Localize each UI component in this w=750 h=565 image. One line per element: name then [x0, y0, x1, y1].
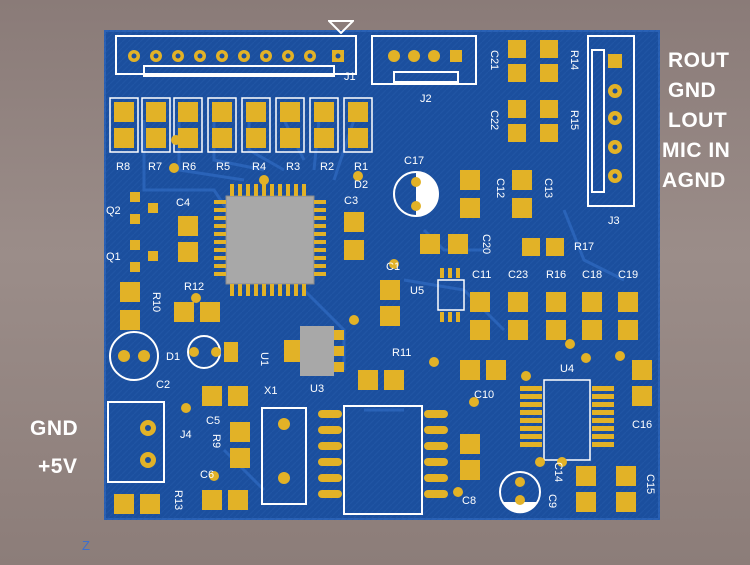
ref-q1: Q1 [106, 251, 121, 263]
ref-u1: U1 [258, 352, 270, 367]
pads-c11-c19 [470, 292, 638, 340]
q1-q2-transistors [130, 192, 158, 272]
ref-c2: C2 [156, 379, 171, 391]
ref-c19: C19 [618, 269, 639, 281]
u3-regulator [284, 326, 344, 376]
ref-q2: Q2 [106, 205, 121, 217]
ref-c3: C3 [344, 195, 359, 207]
dip-ic [318, 405, 448, 515]
ref-r11: R11 [392, 347, 412, 359]
ref-u3: U3 [310, 383, 325, 395]
vias [169, 135, 625, 497]
label-lout: LOUT [668, 109, 728, 132]
ref-r5: R5 [216, 161, 231, 173]
u4-chip [520, 379, 614, 461]
pin1-marker-icon [328, 20, 354, 34]
ref-c13: C13 [542, 178, 554, 199]
ref-c20: C20 [480, 234, 492, 255]
ref-j1: J1 [344, 71, 356, 83]
label-agnd: AGND [662, 169, 726, 192]
ref-r1: R1 [354, 161, 369, 173]
ref-r12: R12 [184, 281, 205, 293]
ref-c8: C8 [462, 495, 477, 507]
label-gnd-right: GND [668, 79, 717, 102]
ref-c17: C17 [404, 155, 425, 167]
ref-r6: R6 [182, 161, 197, 173]
ref-c16: C16 [632, 419, 653, 431]
ref-c15: C15 [644, 474, 656, 495]
ref-u4: U4 [560, 363, 575, 375]
c9-capacitor [499, 471, 541, 514]
ref-j4: J4 [180, 429, 192, 441]
ref-r2: R2 [320, 161, 335, 173]
ref-c10: C10 [474, 389, 495, 401]
j4-header [107, 401, 165, 483]
ref-r14: R14 [568, 50, 580, 71]
mcu-qfp [214, 184, 326, 296]
ref-c11: C11 [472, 269, 492, 281]
j2-header [371, 35, 477, 85]
label-5v: +5V [38, 455, 78, 478]
pcb-artwork [104, 30, 660, 520]
ref-r3: R3 [286, 161, 301, 173]
label-mic-in: MIC IN [662, 139, 731, 162]
x1-crystal [261, 407, 307, 505]
label-rout: ROUT [668, 49, 730, 72]
ref-c21: C21 [488, 50, 500, 71]
label-gnd-left: GND [30, 417, 79, 440]
ref-r17: R17 [574, 241, 595, 253]
ref-d2: D2 [354, 179, 369, 191]
d1-diode [187, 335, 238, 369]
ref-c18: C18 [582, 269, 603, 281]
ref-c9: C9 [546, 494, 558, 509]
ref-c12: C12 [494, 178, 506, 199]
c2-capacitor [109, 331, 159, 381]
ref-c14: C14 [552, 462, 564, 483]
ref-r10: R10 [150, 292, 162, 313]
ref-u5: U5 [410, 285, 425, 297]
ref-j3: J3 [608, 215, 620, 227]
ref-r15: R15 [568, 110, 580, 131]
ref-c5: C5 [206, 415, 221, 427]
ref-c1: C1 [386, 261, 401, 273]
ref-r16: R16 [546, 269, 567, 281]
pads-r14-r15-c21-c22 [508, 40, 558, 142]
ref-r8: R8 [116, 161, 131, 173]
ref-r13: R13 [172, 490, 184, 511]
resistor-pads-r1-r8 [114, 102, 368, 148]
c17-capacitor [393, 171, 439, 217]
ref-r9: R9 [210, 434, 222, 449]
ref-c6: C6 [200, 469, 215, 481]
ref-c23: C23 [508, 269, 529, 281]
axis-z-label: Z [82, 538, 90, 553]
ref-d1: D1 [166, 351, 181, 363]
pcb-board: J1 J2 J3 J4 R8 R7 R6 R5 R4 R3 R2 R1 D2 C… [104, 30, 660, 520]
ref-c4: C4 [176, 197, 191, 209]
j1-header [115, 35, 357, 77]
ref-x1: X1 [264, 385, 278, 397]
ref-j2: J2 [420, 93, 432, 105]
u5-chip [437, 268, 465, 322]
ref-c22: C22 [488, 110, 500, 131]
ref-r7: R7 [148, 161, 163, 173]
j3-header [587, 35, 635, 207]
ref-r4: R4 [252, 161, 267, 173]
